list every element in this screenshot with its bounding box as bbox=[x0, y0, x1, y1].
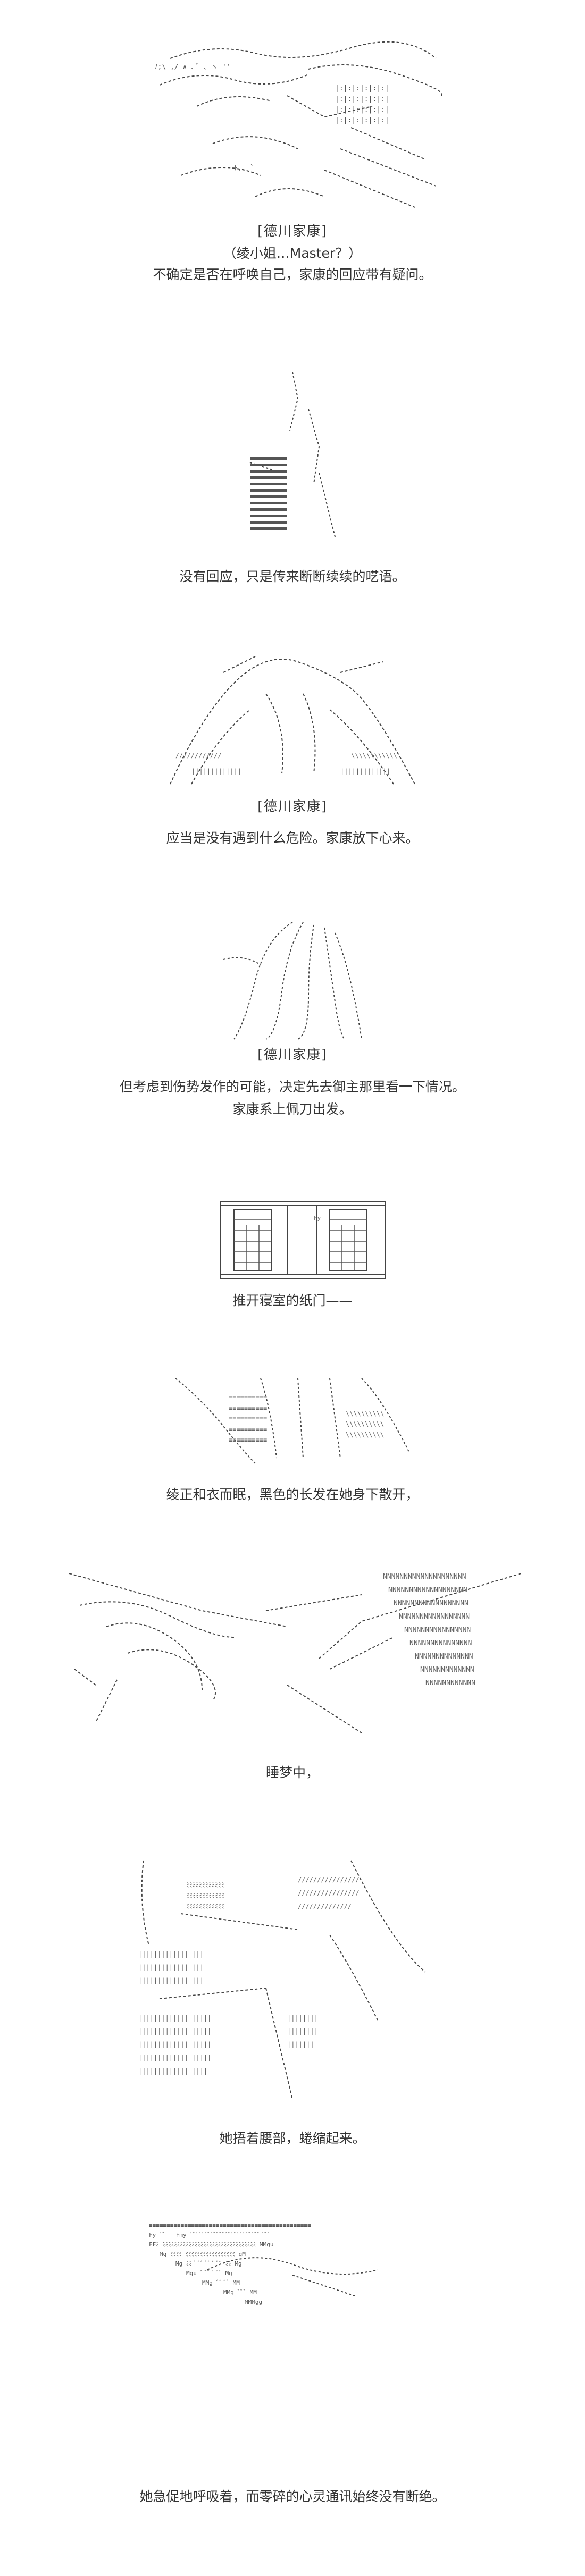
svg-text:Fy ﾞﾞ ¨¨Fmy ﾞﾞﾞﾞﾞﾞﾞﾞﾞﾞﾞﾞﾞﾞﾞﾞﾞﾞ: Fy ﾞﾞ ¨¨Fmy ﾞﾞﾞﾞﾞﾞﾞﾞﾞﾞﾞﾞﾞﾞﾞﾞﾞﾞﾞﾞﾞﾞﾞﾞ ﾞﾞﾞ bbox=[149, 2232, 270, 2238]
svg-text:|||||||||||||||||||: ||||||||||||||||||| bbox=[138, 2054, 211, 2061]
svg-text:NNNNNNNNNNNNN: NNNNNNNNNNNNN bbox=[420, 1666, 474, 1674]
svg-text:≡≡≡≡≡≡≡≡≡≡: ≡≡≡≡≡≡≡≡≡≡ bbox=[229, 1436, 267, 1444]
narration-line: 睡梦中， bbox=[265, 1765, 319, 1780]
svg-text:MMMgg: MMMgg bbox=[245, 2299, 262, 2305]
svg-text:≡≡≡≡≡≡≡≡≡≡: ≡≡≡≡≡≡≡≡≡≡ bbox=[229, 1415, 267, 1422]
svg-text:|||||||||||||||||: ||||||||||||||||| bbox=[138, 1964, 204, 1971]
svg-text:ﾉ;\ ,/ ∧ ､ ﾞ ､ ヽ '': ﾉ;\ ,/ ∧ ､ ﾞ ､ ヽ '' bbox=[154, 63, 231, 71]
svg-text:MMg ﾞﾞ ﾞﾞ MM: MMg ﾞﾞ ﾞﾞ MM bbox=[202, 2279, 240, 2286]
ascii-art-sleeping-figure: ≡≡≡≡≡≡≡≡≡≡ ≡≡≡≡≡≡≡≡≡≡ ≡≡≡≡≡≡≡≡≡≡ ≡≡≡≡≡≡≡… bbox=[175, 1378, 410, 1464]
narration-line: 但考虑到伤势发作的可能，决定先去御主那里看一下情况。 bbox=[119, 1079, 465, 1095]
svg-text:\\\\\\\\\\: \\\\\\\\\\ bbox=[346, 1420, 384, 1428]
ascii-art-figure-robed: //////////// \\\\\\\\\\\\ ||||||||||||| … bbox=[170, 656, 415, 785]
svg-text:≡≡≡≡≡≡≡≡≡≡: ≡≡≡≡≡≡≡≡≡≡ bbox=[229, 1394, 267, 1401]
svg-text:\\\\\\\\\\: \\\\\\\\\\ bbox=[346, 1431, 384, 1438]
svg-text:FFﾐ ﾐﾐﾐﾐﾐﾐﾐﾐﾐﾐﾐﾐﾐﾐﾐﾐﾐﾐﾐﾐﾐﾐﾐﾐﾐﾐ: FFﾐ ﾐﾐﾐﾐﾐﾐﾐﾐﾐﾐﾐﾐﾐﾐﾐﾐﾐﾐﾐﾐﾐﾐﾐﾐﾐﾐﾐﾐﾐﾐﾐﾐ MMg… bbox=[149, 2241, 273, 2248]
svg-text:||||||||||||||||||: |||||||||||||||||| bbox=[138, 2067, 207, 2075]
ascii-art-reclining-figure: ≡≡≡≡≡≡≡≡≡≡≡≡≡≡≡≡≡≡≡≡≡≡≡≡≡≡≡≡≡≡≡≡≡≡≡≡≡≡≡≡… bbox=[149, 2222, 378, 2305]
ascii-art-curled-figure: ﾐﾐﾐﾐﾐﾐﾐﾐﾐﾐﾐﾐ ﾐﾐﾐﾐﾐﾐﾐﾐﾐﾐﾐﾐ ﾐﾐﾐﾐﾐﾐﾐﾐﾐﾐﾐﾐ |… bbox=[138, 1860, 426, 2100]
speaker-tag: [德川家康] bbox=[257, 1047, 328, 1062]
svg-text:NNNNNNNNNNNNNNNNNNN: NNNNNNNNNNNNNNNNNNN bbox=[388, 1586, 467, 1594]
ascii-art-panel-8: ﾐﾐﾐﾐﾐﾐﾐﾐﾐﾐﾐﾐ ﾐﾐﾐﾐﾐﾐﾐﾐﾐﾐﾐﾐ ﾐﾐﾐﾐﾐﾐﾐﾐﾐﾐﾐﾐ |… bbox=[128, 1850, 452, 2105]
svg-text:||||||||: |||||||| bbox=[287, 2014, 318, 2022]
svg-text:|:|:|:|:|:|:|: |:|:|:|:|:|:| bbox=[335, 85, 389, 92]
ascii-art-panel-6: ≡≡≡≡≡≡≡≡≡≡ ≡≡≡≡≡≡≡≡≡≡ ≡≡≡≡≡≡≡≡≡≡ ≡≡≡≡≡≡≡… bbox=[170, 1368, 415, 1466]
svg-text:||||||||: |||||||| bbox=[287, 2027, 318, 2035]
narration-line: 绫正和衣而眠，黑色的长发在她身下散开， bbox=[166, 1487, 419, 1502]
svg-text:Mg ﾐﾐﾐﾐ ﾐﾐﾐﾐﾐﾐﾐﾐﾐﾐﾐﾐﾐﾐﾐﾐﾐ: Mg ﾐﾐﾐﾐ ﾐﾐﾐﾐﾐﾐﾐﾐﾐﾐﾐﾐﾐﾐﾐﾐﾐ gM bbox=[160, 2251, 246, 2258]
ascii-art-figure-partial bbox=[249, 372, 336, 537]
svg-text:NNNNNNNNNNNNNNNNN: NNNNNNNNNNNNNNNNN bbox=[399, 1613, 470, 1621]
ascii-art-panel-2 bbox=[239, 367, 346, 553]
svg-text:|||||||||||||: ||||||||||||| bbox=[340, 768, 390, 775]
svg-text:////////////////: //////////////// bbox=[298, 1889, 360, 1897]
svg-text:Mg ﾐﾐ ﾞ ﾞﾞ ﾞﾞ ﾞ ﾞﾞ ﾐﾐ Mg: Mg ﾐﾐ ﾞ ﾞﾞ ﾞﾞ ﾞ ﾞﾞ ﾐﾐ Mg bbox=[176, 2260, 242, 2267]
narration-line: 推开寝室的纸门—— bbox=[232, 1293, 353, 1308]
svg-text:≡≡≡≡≡≡≡≡≡≡: ≡≡≡≡≡≡≡≡≡≡ bbox=[229, 1426, 267, 1433]
svg-text://////////////: ////////////// bbox=[298, 1902, 352, 1910]
thought-line: （绫小姐…Master？） bbox=[223, 246, 362, 261]
svg-text:|||||||||||||: ||||||||||||| bbox=[191, 768, 241, 775]
svg-text:NNNNNNNNNNNNNNN: NNNNNNNNNNNNNNN bbox=[410, 1639, 472, 1647]
ascii-art-fragment: Fy bbox=[314, 1215, 321, 1222]
narration-line: 没有回应，只是传来断断续续的呓语。 bbox=[179, 569, 406, 584]
ascii-art-panel-5: Fy bbox=[218, 1199, 388, 1281]
svg-text:ﾐﾐﾐﾐﾐﾐﾐﾐﾐﾐﾐﾐ: ﾐﾐﾐﾐﾐﾐﾐﾐﾐﾐﾐﾐ bbox=[186, 1881, 224, 1889]
svg-text:≡≡≡≡≡≡≡≡≡≡≡≡≡≡≡≡≡≡≡≡≡≡≡≡≡≡≡≡≡≡: ≡≡≡≡≡≡≡≡≡≡≡≡≡≡≡≡≡≡≡≡≡≡≡≡≡≡≡≡≡≡≡≡≡≡≡≡≡≡≡≡… bbox=[149, 2222, 311, 2229]
ascii-art-panel-4 bbox=[213, 917, 372, 1045]
ascii-art-hands: NNNNNNNNNNNNNNNNNNNN NNNNNNNNNNNNNNNNNNN… bbox=[69, 1573, 521, 1733]
svg-text:|:|:|:|:|:|:|: |:|:|:|:|:|:| bbox=[335, 95, 389, 103]
speaker-tag: [德川家康] bbox=[257, 223, 328, 239]
svg-text:////////////////: //////////////// bbox=[298, 1876, 360, 1883]
svg-text:|||||||: ||||||| bbox=[287, 2041, 314, 2048]
ascii-art-sliding-doors: Fy bbox=[220, 1201, 386, 1279]
svg-text:|||||||||||||||||: ||||||||||||||||| bbox=[138, 1977, 204, 1984]
narration-line: 她急促地呼吸着，而零碎的心灵通讯始终没有断绝。 bbox=[139, 2489, 446, 2504]
narration-line: 她捂着腰部，蜷缩起来。 bbox=[219, 2131, 366, 2146]
ascii-art-panel-7: NNNNNNNNNNNNNNNNNNNN NNNNNNNNNNNNNNNNNNN… bbox=[64, 1563, 521, 1744]
svg-text:////////////: //////////// bbox=[176, 752, 222, 759]
svg-text:|||||||||||||||||||: ||||||||||||||||||| bbox=[138, 2041, 211, 2048]
ascii-art-long-hair bbox=[223, 922, 362, 1040]
narration-line: 不确定是否在呼唤自己，家康的回应带有疑问。 bbox=[153, 267, 432, 282]
svg-text:NNNNNNNNNNNN: NNNNNNNNNNNN bbox=[425, 1679, 475, 1687]
narration-line: 家康系上佩刀出发。 bbox=[232, 1101, 353, 1117]
ascii-art-panel-1: ﾉ;\ ,/ ∧ ､ ﾞ ､ ヽ '' |:|:|:|:|:|:| |:|:|:… bbox=[149, 37, 447, 213]
svg-text:ﾐﾐﾐﾐﾐﾐﾐﾐﾐﾐﾐﾐ: ﾐﾐﾐﾐﾐﾐﾐﾐﾐﾐﾐﾐ bbox=[186, 1902, 224, 1910]
svg-text:|:|:|:|:|:|:|: |:|:|:|:|:|:| bbox=[335, 106, 389, 114]
svg-text:|:|:|:|:|:|:|: |:|:|:|:|:|:| bbox=[335, 116, 389, 124]
svg-text:NNNNNNNNNNNNNN: NNNNNNNNNNNNNN bbox=[415, 1653, 473, 1661]
svg-text:\\\\\\\\\\\\: \\\\\\\\\\\\ bbox=[351, 752, 397, 759]
svg-text:NNNNNNNNNNNNNNNN: NNNNNNNNNNNNNNNN bbox=[404, 1626, 471, 1634]
svg-text:MMg ﾞﾞﾞ MM: MMg ﾞﾞﾞ MM bbox=[223, 2289, 257, 2296]
ascii-art-panel-3: //////////// \\\\\\\\\\\\ ||||||||||||| … bbox=[160, 651, 425, 789]
svg-text:|||||||||||||||||||: ||||||||||||||||||| bbox=[138, 2014, 211, 2022]
svg-text:|||||||||||||||||||: ||||||||||||||||||| bbox=[138, 2027, 211, 2035]
svg-text:NNNNNNNNNNNNNNNNNNNN: NNNNNNNNNNNNNNNNNNNN bbox=[383, 1573, 466, 1581]
svg-text:ﾄ,. `: ﾄ,. ` bbox=[234, 164, 254, 172]
speaker-tag: [德川家康] bbox=[257, 798, 328, 814]
svg-text:ﾐﾐﾐﾐﾐﾐﾐﾐﾐﾐﾐﾐ: ﾐﾐﾐﾐﾐﾐﾐﾐﾐﾐﾐﾐ bbox=[186, 1892, 224, 1899]
svg-text:Mgu ﾞ ﾞﾞ ﾞ ﾞﾞ Mg: Mgu ﾞ ﾞﾞ ﾞ ﾞﾞ Mg bbox=[186, 2270, 232, 2277]
ascii-art-panel-9: ≡≡≡≡≡≡≡≡≡≡≡≡≡≡≡≡≡≡≡≡≡≡≡≡≡≡≡≡≡≡≡≡≡≡≡≡≡≡≡≡… bbox=[144, 2217, 447, 2315]
narration-line: 应当是没有遇到什么危险。家康放下心来。 bbox=[166, 830, 419, 846]
svg-text:\\\\\\\\\\: \\\\\\\\\\ bbox=[346, 1410, 384, 1417]
ascii-art-face-closeup: ﾉ;\ ,/ ∧ ､ ﾞ ､ ヽ '' |:|:|:|:|:|:| |:|:|:… bbox=[154, 41, 442, 208]
svg-text:NNNNNNNNNNNNNNNNNN: NNNNNNNNNNNNNNNNNN bbox=[394, 1600, 469, 1607]
svg-text:≡≡≡≡≡≡≡≡≡≡: ≡≡≡≡≡≡≡≡≡≡ bbox=[229, 1404, 267, 1412]
svg-text:|||||||||||||||||: ||||||||||||||||| bbox=[138, 1950, 204, 1958]
